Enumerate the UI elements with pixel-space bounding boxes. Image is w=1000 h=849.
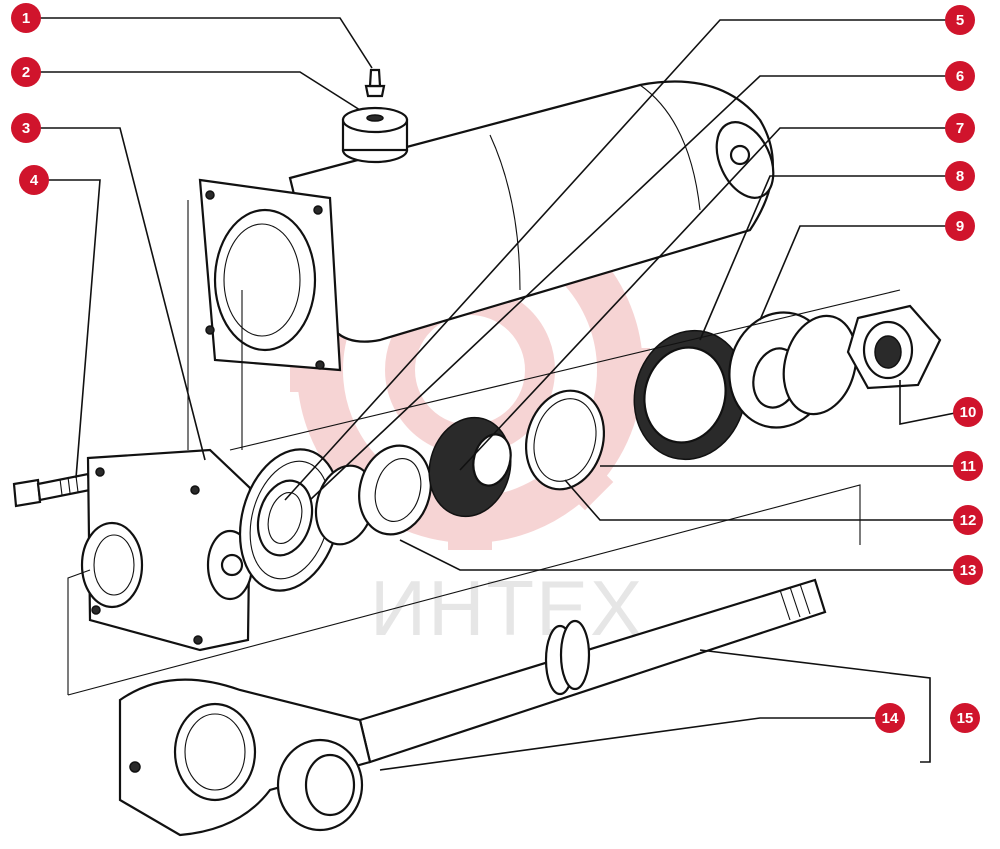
- svg-text:5: 5: [956, 12, 964, 29]
- rod-end-eye: [118, 678, 372, 837]
- callout-15: 15: [950, 703, 980, 733]
- svg-text:11: 11: [960, 458, 976, 475]
- svg-text:10: 10: [960, 404, 977, 421]
- watermark-text: ИНТЕХ: [370, 564, 644, 652]
- callout-2: 2: [11, 57, 41, 87]
- callout-5: 5: [945, 5, 975, 35]
- svg-text:2: 2: [22, 64, 30, 81]
- callout-7: 7: [945, 113, 975, 143]
- callout-3: 3: [11, 113, 41, 143]
- callout-14: 14: [875, 703, 905, 733]
- leader-lines: [26, 17, 961, 771]
- callout-6: 6: [945, 61, 975, 91]
- svg-text:7: 7: [956, 120, 964, 137]
- bolt: [12, 472, 92, 508]
- callout-4: 4: [19, 165, 49, 195]
- cylinder-barrel: [198, 68, 775, 372]
- svg-text:8: 8: [956, 168, 964, 185]
- callout-1: 1: [11, 3, 41, 33]
- end-cap: [80, 448, 254, 652]
- svg-text:1: 1: [22, 10, 30, 27]
- callout-13: 13: [953, 555, 983, 585]
- piston-and-washers: [633, 311, 858, 461]
- callout-12: 12: [953, 505, 983, 535]
- svg-text:9: 9: [956, 218, 964, 235]
- callout-10: 10: [953, 397, 983, 427]
- svg-text:12: 12: [960, 512, 977, 529]
- svg-text:6: 6: [956, 68, 964, 85]
- svg-text:4: 4: [30, 172, 39, 189]
- callout-9: 9: [945, 211, 975, 241]
- gasket-ring: [238, 448, 342, 592]
- seal-rings: [314, 389, 606, 546]
- callout-11: 11: [953, 451, 983, 481]
- svg-text:3: 3: [22, 120, 30, 137]
- svg-text:15: 15: [957, 710, 974, 727]
- svg-text:13: 13: [960, 562, 977, 579]
- callout-badges: 1 2 3 4 5 6 7 8 9 10 11 12 13 14 15: [11, 3, 983, 733]
- hex-nut: [846, 304, 942, 390]
- svg-text:14: 14: [882, 710, 899, 727]
- callout-8: 8: [945, 161, 975, 191]
